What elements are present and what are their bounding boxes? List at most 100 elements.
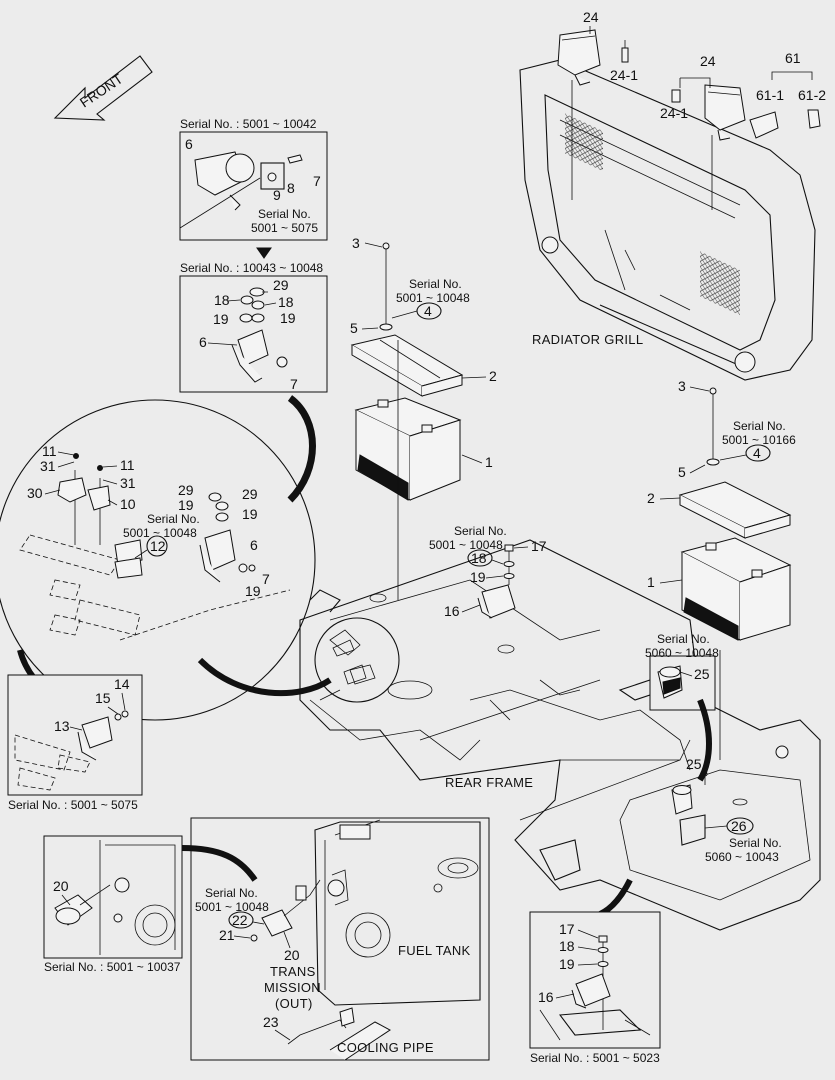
callout-23: 23: [263, 1014, 279, 1030]
box1-serial: Serial No. : 5001 ~ 10042: [180, 117, 317, 131]
callout-11-circle-left: 11: [42, 443, 57, 459]
callout-26: 26: [731, 818, 747, 834]
sender-20-box: [54, 840, 176, 955]
box2-serial: Serial No. : 10043 ~ 10048: [180, 261, 323, 275]
callout-31-circle-left: 31: [40, 458, 56, 474]
callout-11-circle-right: 11: [120, 457, 135, 473]
box1-inner-serial-2: 5001 ~ 5075: [251, 221, 318, 235]
radiator-grill-label: RADIATOR GRILL: [532, 332, 643, 347]
battery-right-serial-1: Serial No.: [733, 419, 786, 433]
trans-label-2: MISSION: [264, 980, 321, 995]
callout-14: 14: [114, 676, 130, 692]
callout-61: 61: [785, 50, 801, 66]
callout-19-box2-right: 19: [280, 310, 296, 326]
callout-17-box: 17: [559, 921, 575, 937]
callout-5-right: 5: [678, 464, 686, 480]
front-arrow: FRONT: [53, 55, 153, 121]
trans-serial-2: 5001 ~ 10048: [195, 900, 269, 914]
detail-box-transmission: [190, 817, 490, 1061]
rear-frame-label: REAR FRAME: [445, 775, 533, 790]
box25-serial-1: Serial No.: [657, 632, 710, 646]
detail-box-sender: [43, 835, 183, 959]
circle-serial-1: Serial No.: [147, 512, 200, 526]
box-bottom-left-serial: Serial No. : 5001 ~ 5075: [8, 798, 138, 812]
callout-6-box1: 6: [185, 136, 193, 152]
work-lamp-right: [671, 84, 746, 210]
callout-4-left: 4: [424, 303, 432, 319]
box1-inner-serial-1: Serial No.: [258, 207, 311, 221]
callout-16-box: 16: [538, 989, 554, 1005]
callout-6-box2: 6: [199, 334, 207, 350]
battery-right-assembly: [678, 387, 792, 641]
front-label: FRONT: [77, 70, 126, 110]
callout-29-circle-right: 29: [242, 486, 258, 502]
box-sender-serial: Serial No. : 5001 ~ 10037: [44, 960, 181, 974]
callout-4-right: 4: [753, 445, 761, 461]
battery-left-assembly: [350, 242, 464, 501]
callout-61-1: 61-1: [756, 87, 784, 103]
callout-24-top: 24: [583, 9, 599, 25]
trans-label-3: (OUT): [275, 996, 313, 1011]
relay-16-frame: [477, 544, 516, 619]
relay-serial-1: Serial No.: [454, 524, 507, 538]
callout-15: 15: [95, 690, 111, 706]
callout-22: 22: [232, 912, 248, 928]
callout-10: 10: [120, 496, 136, 512]
callout-8-box1: 8: [287, 180, 295, 196]
callout-1-right: 1: [647, 574, 655, 590]
battery-right-serial-2: 5001 ~ 10166: [722, 433, 796, 447]
callout-7-box2: 7: [290, 376, 298, 392]
callout-18-frame: 18: [471, 550, 487, 566]
callout-3-right: 3: [678, 378, 686, 394]
callout-24-1-top: 24-1: [610, 67, 638, 83]
callout-30: 30: [27, 485, 43, 501]
detail-box-13: [7, 674, 143, 796]
callout-7-circle: 7: [262, 571, 270, 587]
callout-25-tank: 25: [686, 756, 702, 772]
callout-19-frame: 19: [470, 569, 486, 585]
callout-13: 13: [54, 718, 70, 734]
callout-18-box2-left: 18: [214, 292, 230, 308]
box25-serial-2: 5060 ~ 10048: [645, 646, 719, 660]
fuel-tank-label: FUEL TANK: [398, 943, 471, 958]
callout-25-box: 25: [694, 666, 710, 682]
part26-serial-2: 5060 ~ 10043: [705, 850, 779, 864]
callout-18-box: 18: [559, 938, 575, 954]
callout-19-box2-left: 19: [213, 311, 229, 327]
callout-24-1-right: 24-1: [660, 105, 688, 121]
callout-19-circle-right: 19: [242, 506, 258, 522]
relay-13: [14, 710, 129, 791]
callout-18-box2-right: 18: [278, 294, 294, 310]
circle-serial-2: 5001 ~ 10048: [123, 526, 197, 540]
relay-assembly-2: [231, 287, 288, 383]
callout-20-trans: 20: [284, 947, 300, 963]
callout-24-right: 24: [700, 53, 716, 69]
callout-29-box2: 29: [273, 277, 289, 293]
trans-serial-1: Serial No.: [205, 886, 258, 900]
relay-16-box: [539, 935, 651, 1041]
callout-19-box: 19: [559, 956, 575, 972]
callout-7-box1: 7: [313, 173, 321, 189]
battery-left-serial-2: 5001 ~ 10048: [396, 291, 470, 305]
callout-61-2: 61-2: [798, 87, 826, 103]
callout-16-frame: 16: [444, 603, 460, 619]
callout-5-left: 5: [350, 320, 358, 336]
part26-serial-1: Serial No.: [729, 836, 782, 850]
callout-29-circle: 29: [178, 482, 194, 498]
callout-9-box1: 9: [273, 187, 281, 203]
callout-12: 12: [150, 538, 166, 554]
callout-3-left: 3: [352, 235, 360, 251]
detail-box-25: [649, 655, 716, 711]
callout-2-left: 2: [489, 368, 497, 384]
bracket-61: [749, 109, 821, 139]
callout-19-circle-left: 19: [178, 497, 194, 513]
fuel-tank-detail: [287, 819, 481, 1061]
magnified-detail-circle: [0, 399, 316, 721]
callout-20-box: 20: [53, 878, 69, 894]
cooling-pipe-label: COOLING PIPE: [337, 1040, 434, 1055]
sender-20-trans: [250, 879, 321, 942]
relay-serial-2: 5001 ~ 10048: [429, 538, 503, 552]
switch-25-box: [657, 665, 683, 699]
callout-6-circle: 6: [250, 537, 258, 553]
